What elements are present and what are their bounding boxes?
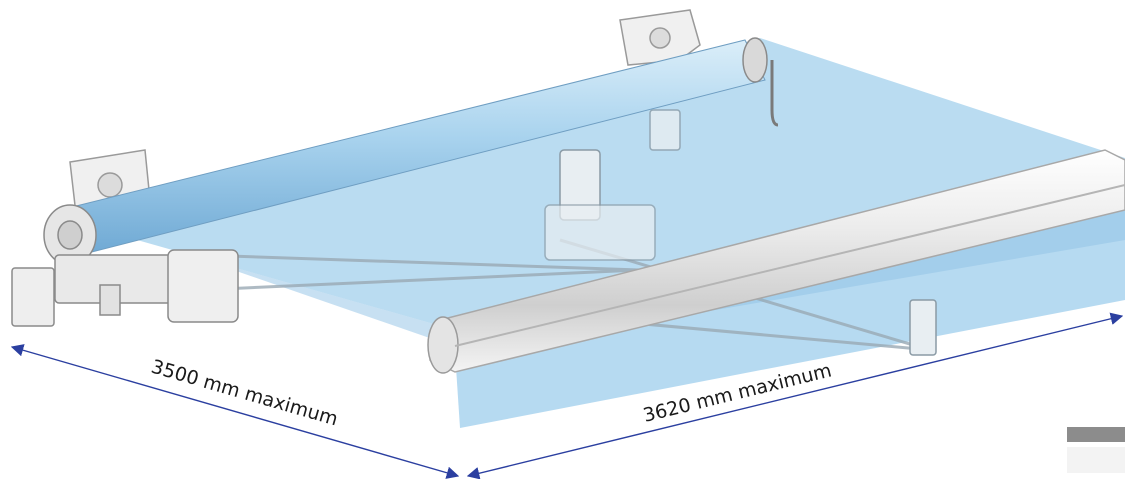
- roller-hook: [770, 60, 779, 127]
- width-dimension-label: 3500 mm maximum: [149, 356, 341, 431]
- canopy-fabric: [95, 38, 1125, 330]
- wall-bracket-right: [619, 9, 701, 66]
- corner-bar-shadow: [1067, 447, 1125, 473]
- corner-bar: [1067, 427, 1125, 442]
- left-end-housing: [11, 204, 239, 327]
- drop-brackets: [544, 109, 937, 356]
- projection-dimension-line: [466, 312, 1124, 479]
- roller-end-cap-right: [742, 37, 768, 83]
- width-dimension-line: [10, 344, 460, 479]
